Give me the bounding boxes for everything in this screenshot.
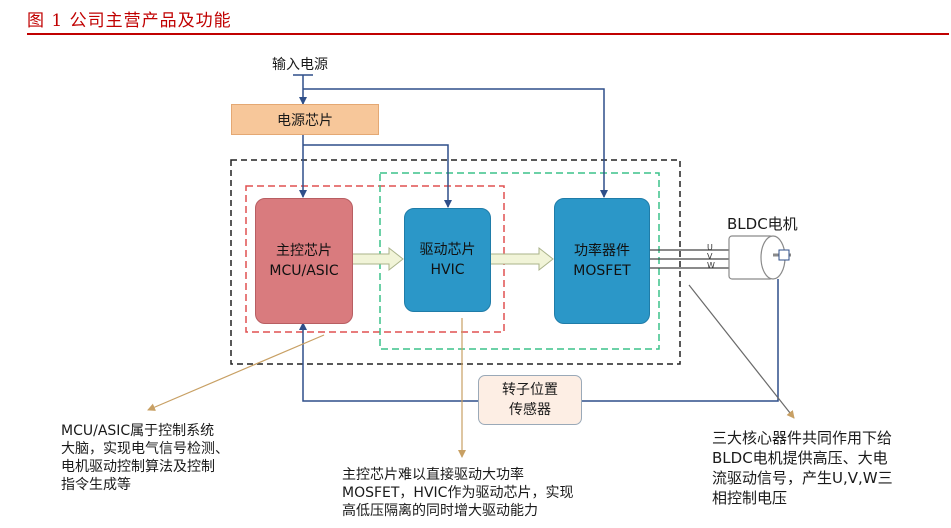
core-annotation-line: 流驱动信号，产生U,V,W三	[712, 469, 893, 487]
mcu-annotation-leader	[147, 334, 325, 411]
motor-to-rotor-line	[580, 279, 779, 402]
phase-u-label: U	[707, 243, 713, 252]
mosfet-label-line1: 功率器件	[574, 243, 630, 259]
mcu-label-line1: 主控芯片	[276, 243, 332, 259]
power-to-hvic-arrow	[303, 144, 452, 208]
rotor-to-mcu-arrow	[299, 322, 478, 402]
phase-v-label: V	[707, 252, 713, 261]
input-power-label: 输入电源	[272, 57, 328, 73]
mcu-box: 主控芯片 MCU/ASIC	[255, 198, 353, 324]
power-group-boundary	[379, 172, 660, 350]
hvic-box: 驱动芯片 HVIC	[404, 208, 491, 312]
rotor-label-line2: 传感器	[509, 402, 551, 418]
mosfet-label-line2: MOSFET	[573, 263, 631, 279]
bldc-motor-icon	[728, 235, 791, 280]
rotor-sensor-box: 转子位置 传感器	[478, 375, 582, 425]
bldc-motor-label: BLDC电机	[727, 215, 798, 233]
rotor-label-line1: 转子位置	[502, 382, 558, 398]
hvic-label-line1: 驱动芯片	[419, 242, 476, 258]
mcu-annotation-line: 电机驱动控制算法及控制	[61, 459, 215, 475]
hvic-to-mosfet-arrow	[489, 246, 554, 272]
mcu-annotation: MCU/ASIC属于控制系统 大脑，实现电气信号检测、 电机驱动控制算法及控制 …	[61, 422, 229, 494]
power-chip-label: 电源芯片	[277, 112, 333, 129]
hvic-label-line2: HVIC	[430, 262, 465, 278]
power-chip-box: 电源芯片	[231, 104, 379, 135]
core-annotation-line: 三大核心器件共同作用下给	[712, 429, 893, 447]
hvic-annotation-line: MOSFET，HVIC作为驱动芯片，实现	[342, 485, 574, 501]
mcu-annotation-line: MCU/ASIC属于控制系统	[61, 423, 215, 439]
core-annotation: 三大核心器件共同作用下给 BLDC电机提供高压、大电 流驱动信号，产生U,V,W…	[712, 428, 893, 508]
mosfet-box: 功率器件 MOSFET	[554, 198, 650, 324]
core-annotation-line: BLDC电机提供高压、大电	[712, 449, 888, 467]
hvic-annotation-line: 高低压隔离的同时增大驱动能力	[342, 503, 538, 519]
input-to-mosfet-arrow	[303, 88, 608, 198]
mcu-annotation-line: 指令生成等	[61, 477, 131, 493]
hvic-annotation: 主控芯片难以直接驱动大功率 MOSFET，HVIC作为驱动芯片，实现 高低压隔离…	[342, 466, 573, 520]
core-annotation-line: 相控制电压	[712, 489, 788, 507]
mcu-label-line2: MCU/ASIC	[269, 263, 339, 279]
title-rule	[27, 33, 949, 35]
mcu-annotation-line: 大脑，实现电气信号检测、	[61, 441, 229, 457]
system-boundary	[230, 159, 681, 365]
figure-title: 图 1 公司主营产品及功能	[27, 11, 232, 31]
hvic-annotation-line: 主控芯片难以直接驱动大功率	[342, 467, 524, 483]
mcu-to-hvic-arrow	[351, 246, 404, 272]
phase-w-label: W	[707, 261, 715, 270]
core-annotation-leader	[688, 284, 795, 419]
